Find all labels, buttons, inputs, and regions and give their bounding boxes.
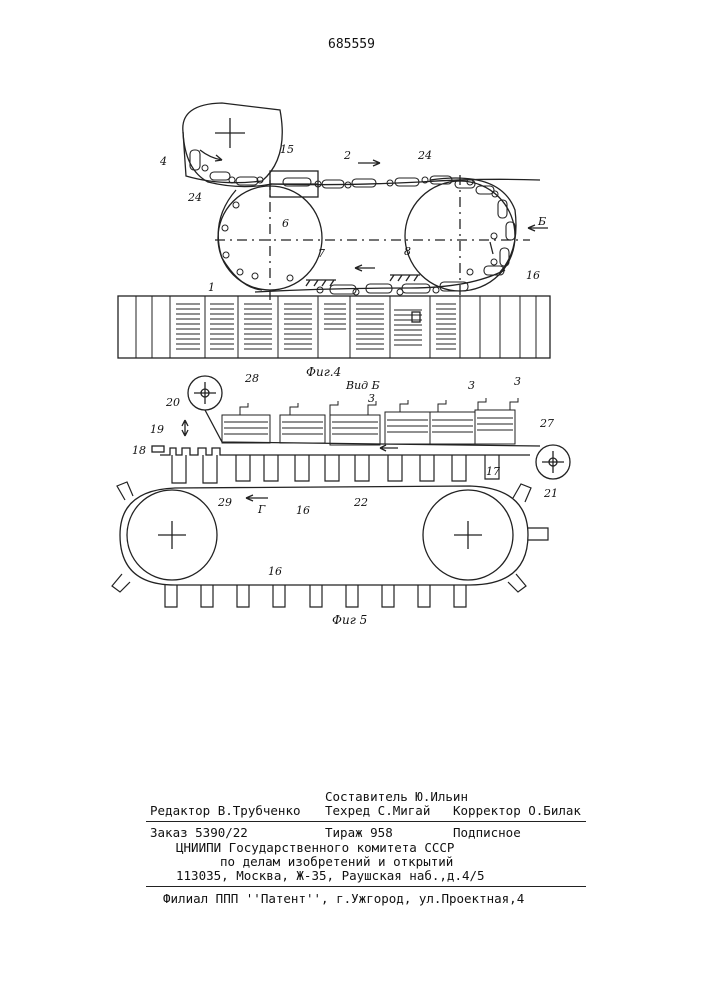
imprint-divider-1 [146,821,586,822]
imprint-org-line1: ЦНИИПИ Государственного комитета СССР [176,842,454,855]
imprint-circulation: Тираж 958 [325,827,393,840]
fig5-caption: Фиг 5 [332,614,367,626]
fig5-label-18: 16 [296,505,310,516]
imprint-order: Заказ 5390/22 [150,827,248,840]
imprint-org-line2: по делам изобретений и открытий [220,856,453,869]
imprint-branch: Филиал ППП ''Патент'', г.Ужгород, ул.Про… [163,893,524,906]
fig5-label-27: 27 [540,418,554,429]
fig5-label-23: 19 [150,424,164,435]
imprint-compiler: Составитель Ю.Ильин [325,791,468,804]
imprint-divider-2 [146,886,586,887]
fig5-label-22: 18 [132,445,146,456]
fig5-label-17: 17 [486,466,500,477]
fig5-label-16: 16 [268,566,282,577]
fig5-label-3b: 3 [468,380,475,391]
fig5-label-G: Г [258,504,265,515]
imprint-corrector: Корректор О.Билак [453,805,581,818]
fig5-label-3c: 3 [514,376,521,387]
imprint-techred: Техред С.Мигай [325,805,430,818]
imprint-address: 113035, Москва, Ж-35, Раушская наб.,д.4/… [176,870,485,883]
fig5-label-29: 29 [218,497,232,508]
fig5-label-28: 28 [245,373,259,384]
imprint-editor: Редактор В.Трубченко [150,805,301,818]
fig5-label-3a: 3 [368,393,375,404]
fig5-label-20: 20 [166,397,180,408]
imprint-subscription: Подписное [453,827,521,840]
fig5-label-21: 21 [544,488,558,499]
fig5-label-19: 22 [354,497,368,508]
fig5-view-title: Вид Б [346,380,380,391]
